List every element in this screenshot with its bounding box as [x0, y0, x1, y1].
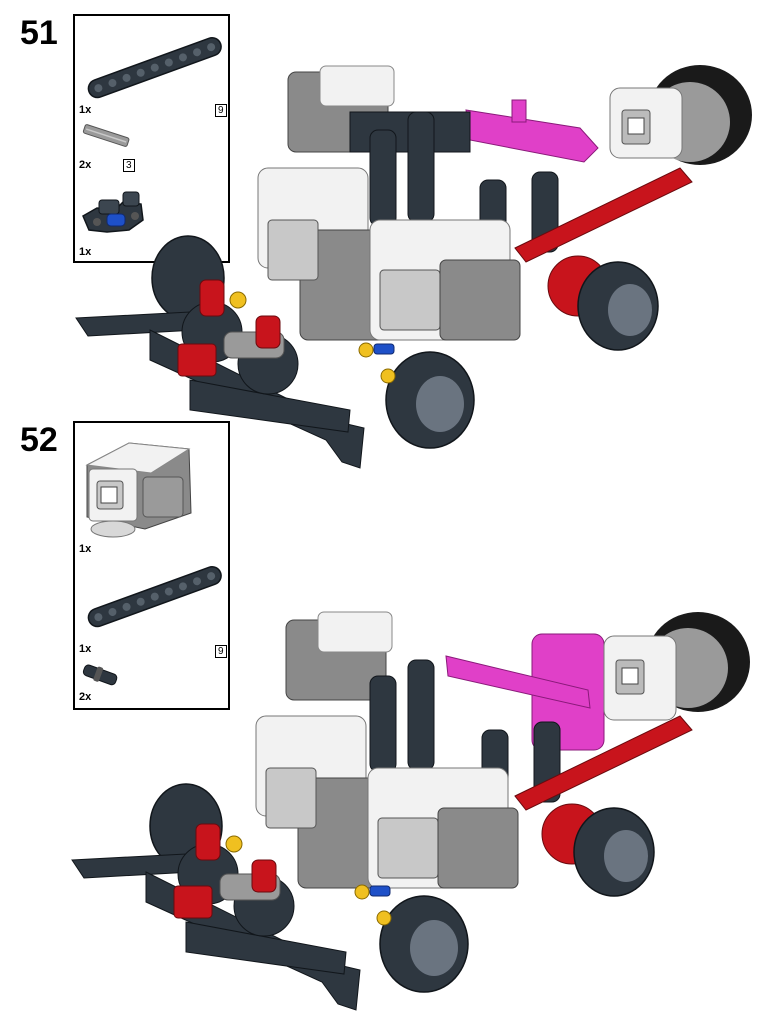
length-indicator: 9 — [215, 104, 227, 117]
step-number: 52 — [20, 421, 58, 459]
part-quantity: 1x — [79, 104, 92, 116]
parts-callout: 1x 1x 9 2x — [73, 421, 230, 710]
robot-model-illustration — [75, 65, 752, 469]
beam-icon — [87, 37, 222, 99]
length-indicator: 3 — [123, 159, 135, 172]
cross-block-icon — [82, 191, 144, 233]
step-number: 51 — [20, 14, 58, 52]
beam-icon — [87, 566, 222, 628]
axle-icon — [82, 124, 130, 147]
part-quantity: 1x — [79, 643, 92, 655]
part-quantity: 1x — [79, 543, 92, 555]
sensor-icon — [85, 442, 192, 538]
part-quantity: 2x — [79, 159, 92, 171]
length-indicator: 9 — [215, 645, 227, 658]
parts-callout: 1x 9 2x 3 1x — [73, 14, 230, 263]
connector-pin-icon — [82, 664, 118, 686]
part-quantity: 1x — [79, 246, 92, 258]
part-quantity: 2x — [79, 691, 92, 703]
